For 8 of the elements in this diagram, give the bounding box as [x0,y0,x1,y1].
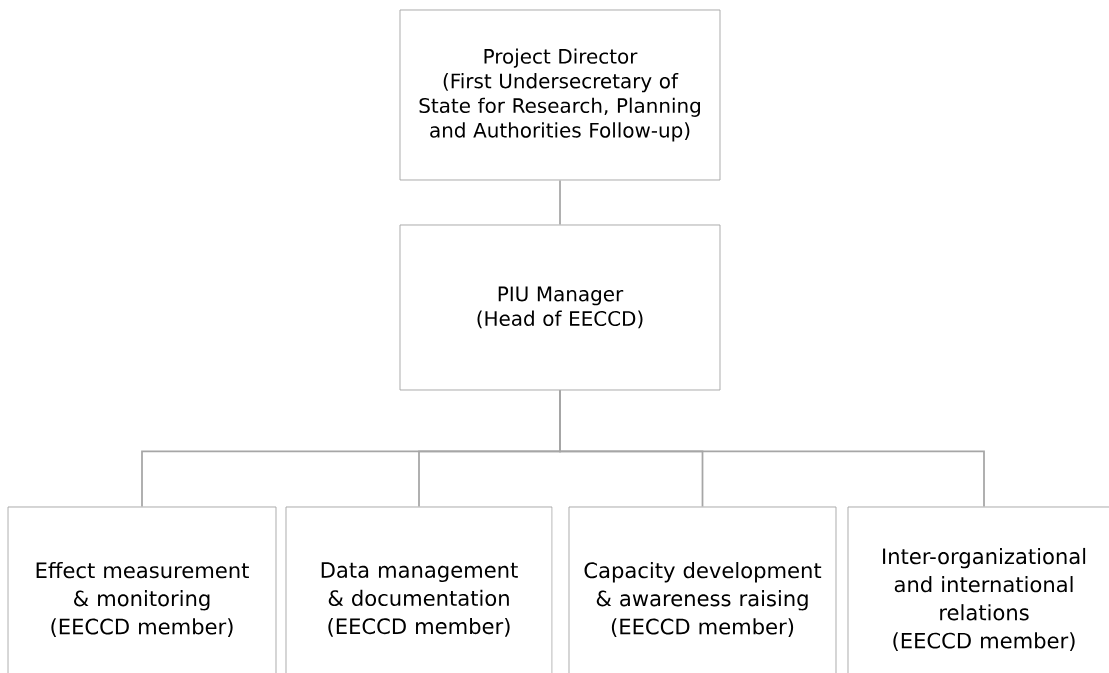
org-box: PIU Manager (Head of EECCD) [399,224,721,391]
org-box: Project Director (First Undersecretary of State for Research, Planning and Authorities Follow-up) [399,9,721,181]
org-box: Capacity development & awareness raising (EECCD member) [568,506,837,673]
org-box: Inter-organizational and international relations (EECCD member) [847,506,1109,673]
org-box: Effect measurement & monitoring (EECCD member) [7,506,277,673]
org-box: Data management & documentation (EECCD member) [285,506,553,673]
connector-line [559,389,985,508]
connector-line [559,179,561,226]
